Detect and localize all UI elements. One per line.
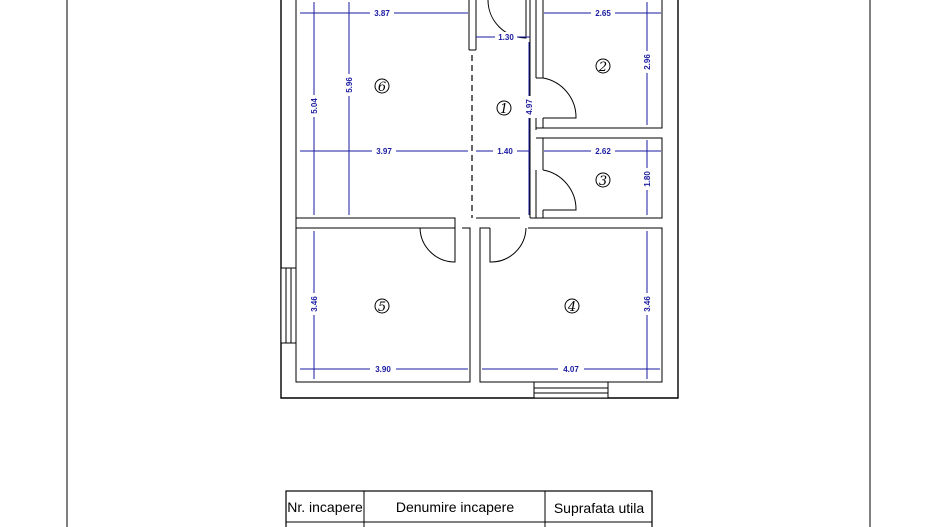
room-6-walls bbox=[295, 0, 477, 219]
room-number-2: 2 bbox=[598, 60, 607, 75]
window-bottom bbox=[533, 381, 609, 399]
dim-label: 3.97 bbox=[376, 147, 392, 156]
dim-label: 2.65 bbox=[595, 9, 611, 18]
room-number-6: 6 bbox=[378, 80, 386, 95]
dim-label: 3.46 bbox=[310, 296, 319, 312]
room-3-walls bbox=[536, 137, 663, 219]
table-header-nr: Nr. incapere bbox=[287, 499, 363, 515]
room-number-5: 5 bbox=[378, 300, 386, 315]
rooms-table: Nr. incapere Denumire incapere Suprafata… bbox=[285, 490, 653, 527]
dim-label: 5.96 bbox=[345, 77, 354, 93]
table-header-denumire: Denumire incapere bbox=[396, 499, 514, 515]
dim-label: 1.40 bbox=[497, 147, 513, 156]
dim-label: 3.46 bbox=[643, 296, 652, 312]
dim-label: 2.96 bbox=[643, 54, 652, 70]
room-number-3: 3 bbox=[599, 174, 607, 189]
dim-label: 1.30 bbox=[498, 33, 514, 42]
window-left bbox=[280, 267, 297, 344]
dim-label: 4.07 bbox=[563, 365, 579, 374]
dim-label: 3.90 bbox=[375, 365, 391, 374]
dim-label: 3.87 bbox=[374, 9, 390, 18]
table-header-suprafata: Suprafata utila bbox=[554, 500, 644, 516]
door-swings bbox=[419, 0, 577, 263]
room-number-1: 1 bbox=[500, 102, 508, 117]
dim-label: 5.04 bbox=[310, 98, 319, 114]
room-2-walls bbox=[536, 0, 663, 129]
dim-label: 4.97 bbox=[525, 99, 534, 115]
dimension-lines bbox=[300, 2, 661, 379]
dim-label: 1.80 bbox=[643, 171, 652, 187]
dimension-labels: 3.87 1.30 2.65 2.96 5.04 5.96 4.97 3.97 … bbox=[309, 8, 652, 374]
room-number-4: 4 bbox=[567, 300, 576, 315]
room-markers: 6 1 2 3 4 5 bbox=[374, 58, 611, 315]
dim-label: 2.62 bbox=[595, 147, 611, 156]
